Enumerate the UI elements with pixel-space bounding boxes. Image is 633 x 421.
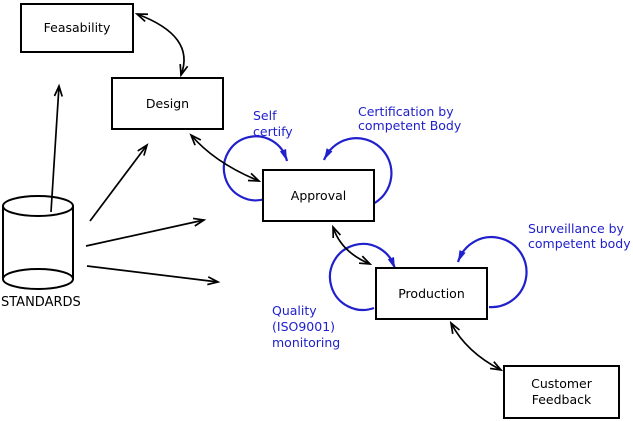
arrowhead — [53, 83, 64, 97]
arrow-standards-to-production — [86, 265, 219, 283]
node-approval: Approval — [262, 169, 375, 222]
standards-label: STANDARDS — [1, 295, 81, 310]
arrowhead — [324, 148, 333, 160]
arrowhead — [189, 133, 202, 146]
node-design: Design — [111, 77, 224, 130]
node-production-label: Production — [398, 285, 465, 301]
arrowhead — [134, 13, 149, 23]
node-feasability-label: Feasability — [43, 20, 111, 35]
arrow-standards-to-feasability — [50, 85, 60, 213]
loop-surveillance-by-competent-body — [456, 235, 528, 309]
arrow-standards-to-approval — [85, 219, 205, 247]
arrow-design-approval — [190, 134, 260, 182]
arrow-feasability-design — [136, 13, 185, 76]
node-approval-label: Approval — [290, 187, 347, 203]
annotation-surveillance-by-competent-body: Surveillance by competent body — [528, 221, 631, 251]
arrowhead — [247, 172, 262, 182]
arrowhead — [137, 143, 149, 156]
arrow-approval-production — [332, 226, 371, 265]
arrowhead — [179, 63, 189, 78]
loop-quality-monitoring — [328, 242, 397, 311]
node-feasability: Feasability — [20, 3, 134, 53]
node-design-label: Design — [145, 95, 190, 111]
arrowhead — [387, 257, 395, 269]
cylinder-top-ellipse — [2, 195, 74, 217]
arrowhead — [489, 361, 504, 372]
node-customer-feedback: Customer Feedback — [503, 365, 620, 419]
arrowhead — [207, 276, 221, 286]
annotation-self-certify: Self certify — [253, 108, 293, 139]
arrowhead — [332, 224, 342, 239]
node-customer-feedback-label: Customer Feedback — [531, 376, 592, 407]
loop-self-certify — [222, 135, 289, 202]
annotation-certification-by-competent-body: Certification by competent Body — [358, 104, 462, 133]
arrow-standards-to-design — [89, 144, 148, 222]
standards-cylinder-shape — [2, 195, 74, 290]
loop-certification-by-competent-body — [322, 137, 393, 205]
cylinder-bottom-ellipse — [2, 268, 74, 290]
node-production: Production — [375, 267, 488, 320]
arrowhead — [449, 320, 461, 334]
arrowhead — [358, 255, 373, 266]
arrowhead — [192, 217, 207, 227]
arrowhead — [279, 149, 287, 161]
arrowhead — [458, 250, 466, 263]
annotation-quality-iso9001-monitoring: Quality (ISO9001) monitoring — [272, 303, 341, 350]
arrow-production-customer-feedback — [450, 322, 502, 371]
